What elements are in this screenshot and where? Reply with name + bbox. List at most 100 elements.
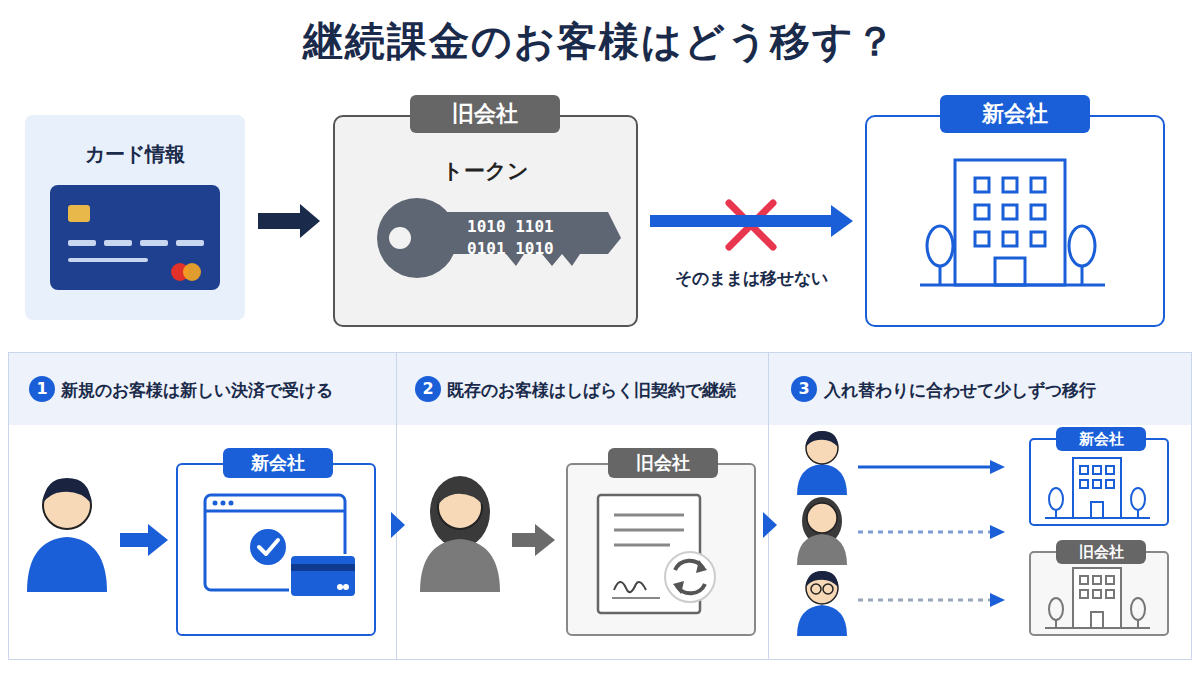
key-outline	[372, 192, 622, 284]
panel-chevron	[391, 512, 777, 538]
box-heading: カード情報	[25, 141, 245, 168]
building-icon	[975, 232, 989, 246]
contract-icon	[614, 544, 670, 547]
flow-arrow	[120, 524, 168, 556]
building-icon	[1055, 620, 1057, 628]
building-icon	[1073, 458, 1121, 518]
building-icon	[1031, 178, 1045, 192]
building-icon	[920, 160, 1105, 285]
blocked-cross	[729, 203, 773, 247]
customer-figure	[430, 476, 490, 548]
building-icon	[1137, 620, 1139, 628]
callout-number: 3	[791, 376, 817, 402]
building-icon	[1045, 517, 1150, 519]
company-box: 旧会社	[1029, 551, 1169, 636]
customer-figure	[802, 497, 842, 545]
step-heading: 既存のお客様はしばらく旧契約で継続	[447, 375, 736, 405]
building-icon	[920, 284, 1105, 287]
connector-line	[258, 213, 301, 229]
callout-number: 1	[29, 376, 55, 402]
building-icon	[1091, 612, 1103, 628]
customer-figure	[43, 481, 91, 529]
building-icon	[1003, 232, 1017, 246]
contract-icon	[598, 495, 715, 613]
building-icon	[1137, 510, 1139, 518]
checkout-window	[221, 501, 226, 506]
building-icon	[1031, 205, 1045, 219]
connector-line	[650, 215, 832, 227]
building-icon	[1073, 568, 1121, 628]
checkout-window	[259, 540, 278, 554]
step-panel: 新規のお客様は新しい決済で受ける1 新会社	[8, 352, 397, 660]
building-icon	[1045, 568, 1150, 628]
contract-icon	[677, 584, 705, 593]
customer-figure	[797, 605, 847, 636]
migration-arrow	[990, 460, 1005, 474]
customer-figure	[43, 478, 91, 503]
box-heading: トークン	[335, 157, 636, 185]
building-icon	[1055, 510, 1057, 518]
customer-figure	[27, 537, 107, 592]
callout-number: 2	[415, 376, 441, 402]
step-heading: 新規のお客様は新しい決済で受ける	[61, 375, 333, 405]
building-icon	[1093, 466, 1101, 474]
key-outline	[377, 198, 621, 278]
flow-connector	[650, 205, 853, 237]
source-box: カード情報	[25, 115, 245, 320]
building-icon	[1091, 502, 1103, 518]
credit-card	[68, 205, 90, 222]
box-tab: 新会社	[1056, 427, 1146, 451]
customer-figure	[797, 497, 847, 565]
customer-figure	[797, 464, 847, 495]
building-icon	[1069, 226, 1095, 266]
checkout-window	[290, 555, 356, 597]
checkout-window	[337, 584, 343, 590]
building-icon	[1093, 590, 1101, 598]
checkout-window	[205, 510, 345, 513]
credit-card	[104, 240, 132, 246]
step-heading: 入れ替わりに合わせて少しずつ移行	[824, 375, 1096, 405]
migration-arrow	[990, 525, 1005, 539]
key-hole	[389, 227, 411, 249]
customer-figure	[27, 478, 107, 592]
building-icon	[1031, 232, 1045, 246]
checkout-window	[291, 564, 355, 571]
checkout-window	[213, 501, 218, 506]
contract-icon	[614, 582, 646, 592]
credit-card	[140, 240, 168, 246]
box-tab: 新会社	[940, 95, 1090, 133]
edge-label: そのままは移せない	[642, 267, 862, 290]
flow-arrow	[120, 524, 168, 556]
building-icon	[955, 160, 1065, 285]
arrow-head	[831, 205, 853, 237]
contract-icon	[675, 561, 703, 570]
credit-card	[171, 263, 189, 281]
box-tab: 新会社	[223, 448, 333, 478]
credit-card	[176, 240, 204, 246]
customer-figure	[807, 503, 837, 533]
customer-figure	[811, 584, 821, 594]
customer-figure	[806, 431, 838, 447]
credit-card	[50, 185, 220, 290]
flow-arrow	[512, 524, 555, 556]
customer-figure	[806, 432, 838, 464]
customer-figure	[438, 482, 483, 505]
building-icon	[1003, 178, 1017, 192]
checkout-window	[205, 495, 356, 597]
customer-figure	[797, 431, 847, 495]
migration-arrow	[858, 466, 992, 469]
building-icon	[1045, 458, 1150, 518]
building-icon	[1106, 590, 1114, 598]
customer-figure	[806, 571, 838, 587]
building-icon	[995, 258, 1025, 285]
building-icon	[1093, 480, 1101, 488]
migration-arrow	[858, 531, 992, 534]
building-icon	[1131, 598, 1145, 620]
building-icon	[975, 178, 989, 192]
building-icon	[1049, 488, 1063, 510]
arrow-head	[300, 204, 320, 238]
company-box: 旧会社トークン1010 1101 0101 1010	[333, 115, 638, 327]
box-tab: 旧会社	[608, 448, 718, 478]
migration-arrow	[990, 593, 1005, 607]
